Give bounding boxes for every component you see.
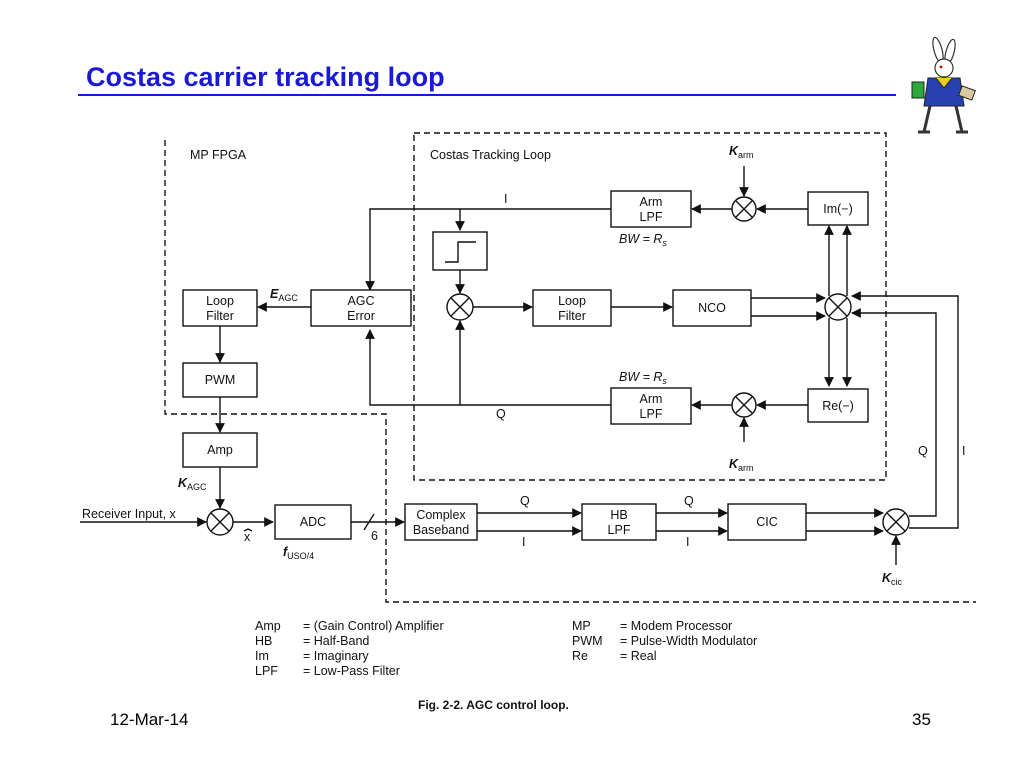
- rabbit-logo-icon: [911, 36, 976, 134]
- arm-lpf-bottom-label-1: Arm: [640, 392, 663, 406]
- figure-caption: Fig. 2-2. AGC control loop.: [418, 698, 569, 712]
- x-hat-mark: [243, 528, 253, 532]
- complex-baseband-label-2: Baseband: [413, 523, 469, 537]
- arm-lpf-bottom-block: [610, 387, 692, 425]
- arm-lpf-top-label-2: LPF: [640, 210, 663, 224]
- agc-error-label-1: AGC: [347, 294, 374, 308]
- phase-mixer-cross: [450, 297, 470, 317]
- im-block: [807, 191, 869, 226]
- bw-top-label: BW = Rs: [619, 232, 667, 248]
- complex-mixer-cross: [828, 297, 848, 317]
- amp-block: [182, 432, 258, 468]
- amp-label: Amp: [207, 443, 233, 457]
- k-agc-label: KAGC: [178, 476, 207, 492]
- loop-filter-left-label-2: Filter: [206, 309, 234, 323]
- legend-def: = Real: [620, 649, 656, 663]
- costas-loop-label: Costas Tracking Loop: [430, 148, 551, 162]
- limiter-block-icon: [432, 231, 488, 271]
- adc-block: [274, 504, 352, 540]
- legend-def: = Imaginary: [303, 649, 369, 663]
- mixer-bottom-cross: [735, 396, 753, 414]
- input-mixer-cross: [210, 512, 230, 532]
- arm-lpf-top-block: [610, 190, 692, 228]
- title-underline: [78, 94, 896, 96]
- legend-abbr: HB: [255, 634, 272, 648]
- agc-error-block: [310, 289, 412, 327]
- re-block: [807, 388, 869, 423]
- pwm-label: PWM: [205, 373, 236, 387]
- i-feed-to-cmixer-wire: [851, 291, 959, 529]
- re-label: Re(−): [822, 399, 854, 413]
- legend-def: = (Gain Control) Amplifier: [303, 619, 444, 633]
- hb-lpf-block: [581, 503, 657, 541]
- loop-filter-mid-label-1: Loop: [558, 294, 586, 308]
- q-label-costas: Q: [496, 407, 506, 421]
- hb-lpf-label-1: HB: [610, 508, 627, 522]
- legend-def: = Pulse-Width Modulator: [620, 634, 757, 648]
- k-arm-bottom-label: Karm: [729, 457, 754, 473]
- legend-def: = Modem Processor: [620, 619, 732, 633]
- f-uso-label: fUSO/4: [283, 545, 314, 561]
- cic-label: CIC: [756, 515, 778, 529]
- legend-abbr: PWM: [572, 634, 603, 648]
- cic-block: [727, 503, 807, 541]
- i-feed-label: I: [962, 444, 965, 458]
- bw-bottom-label: BW = Rs: [619, 370, 667, 386]
- legend-def: = Low-Pass Filter: [303, 664, 400, 678]
- k-cic-label: Kcic: [882, 571, 903, 587]
- loop-filter-left-label-1: Loop: [206, 294, 234, 308]
- cic-to-mixer-wires: [806, 512, 882, 532]
- i-to-agc-error-wire: [365, 208, 611, 291]
- pwm-block: [182, 362, 258, 398]
- loop-filter-left-block: [182, 289, 258, 327]
- slide-date: 12-Mar-14: [110, 710, 189, 729]
- k-arm-top-label: Karm: [729, 144, 754, 160]
- q-label-hb: Q: [684, 494, 694, 508]
- legend-abbr: Im: [255, 649, 269, 663]
- nco-label: NCO: [698, 301, 726, 315]
- slide-title: Costas carrier tracking loop: [86, 62, 445, 92]
- adc-label: ADC: [300, 515, 326, 529]
- i-top-label: I: [504, 192, 507, 206]
- agc-error-label-2: Error: [347, 309, 375, 323]
- e-agc-label: EAGC: [270, 287, 298, 303]
- i-label-hb: I: [686, 535, 689, 549]
- nco-block: [672, 289, 752, 327]
- legend-abbr: Amp: [255, 619, 281, 633]
- legend-abbr: Re: [572, 649, 588, 663]
- legend-abbr: LPF: [255, 664, 278, 678]
- q-feed-label: Q: [918, 444, 928, 458]
- hb-to-cic-wires: [656, 512, 726, 532]
- receiver-input-label: Receiver Input, x: [82, 507, 177, 521]
- mp-fpga-boundary: [164, 140, 976, 603]
- mixer-top-cross: [735, 200, 753, 218]
- im-label: Im(−): [823, 202, 853, 216]
- arm-lpf-top-label-1: Arm: [640, 195, 663, 209]
- legend-def: = Half-Band: [303, 634, 369, 648]
- loop-filter-mid-block: [532, 289, 612, 327]
- costas-loop-boundary: [413, 132, 887, 481]
- hb-lpf-label-2: LPF: [608, 523, 631, 537]
- mp-fpga-label: MP FPGA: [190, 148, 247, 162]
- x-hat-label: x: [244, 530, 251, 544]
- q-to-agc-error-wire: [365, 329, 611, 406]
- cic-mixer-cross: [886, 512, 906, 532]
- baseband-to-hb-wires: [477, 512, 580, 532]
- legend-left: Amp = (Gain Control) Amplifier HB = Half…: [255, 619, 444, 678]
- legend-right: MP = Modem Processor PWM = Pulse-Width M…: [572, 619, 757, 663]
- complex-baseband-block: [404, 503, 478, 541]
- page-number: 35: [912, 710, 931, 729]
- nco-to-cmixer-wires: [751, 297, 824, 317]
- loop-filter-mid-label-2: Filter: [558, 309, 586, 323]
- limiter-step: [445, 241, 476, 263]
- legend-abbr: MP: [572, 619, 591, 633]
- q-feed-to-cmixer-wire: [851, 308, 937, 517]
- arm-lpf-bottom-label-2: LPF: [640, 407, 663, 421]
- i-label-bb: I: [522, 535, 525, 549]
- q-label-bb: Q: [520, 494, 530, 508]
- bus-width-label: 6: [371, 529, 378, 543]
- bus-slash-icon: [363, 513, 375, 531]
- complex-baseband-label-1: Complex: [416, 508, 466, 522]
